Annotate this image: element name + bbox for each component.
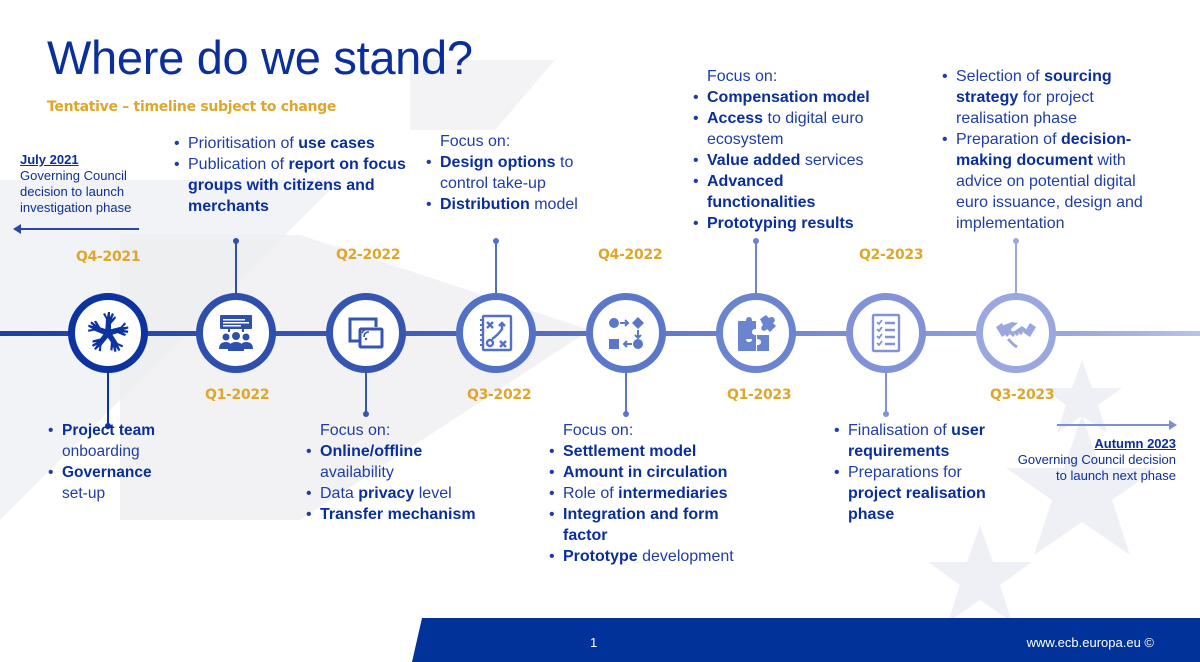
milestone-text-q3-2023: Selection of sourcing strategy for proje… [940, 66, 1165, 234]
quarter-label: Q3-2022 [467, 387, 532, 403]
bullet-item: Access to digital euro ecosystem [691, 108, 891, 150]
end-note-heading: Autumn 2023 [1094, 436, 1176, 451]
contactless-device-icon [348, 317, 384, 349]
slide-title: Where do we stand? [47, 31, 473, 84]
milestone-node-q1-2022 [196, 293, 276, 373]
milestone-text-q1-2023: Focus on: Compensation model Access to d… [691, 66, 891, 234]
focus-intro: Focus on: [440, 133, 511, 150]
milestone-text-q2-2022: Focus on: Online/offline availability Da… [304, 420, 504, 525]
quarter-label: Q3-2023 [990, 387, 1055, 403]
focus-intro: Focus on: [320, 422, 391, 439]
stem-q1-2023 [753, 238, 759, 296]
milestone-node-q3-2022 [456, 293, 536, 373]
process-flow-icon [609, 317, 644, 349]
bullet-item: Data privacy level [304, 483, 504, 504]
checklist-icon [871, 313, 901, 353]
bullet-item: Transfer mechanism [304, 504, 504, 525]
end-note-text: Governing Council decision to launch nex… [1017, 452, 1176, 483]
stem-q1-2022 [233, 238, 239, 296]
bullet-item: Prioritisation of use cases [172, 133, 412, 154]
strategy-playbook-icon [480, 314, 513, 352]
quarter-label: Q1-2022 [205, 387, 270, 403]
website-url: www.ecb.europa.eu © [1026, 635, 1154, 650]
right-arrow-icon [1057, 420, 1177, 430]
bullet-item: Preparation of decision-making document … [940, 129, 1165, 234]
bullet-item: Online/offline availability [304, 441, 504, 483]
left-arrow-icon [13, 224, 139, 234]
focus-intro: Focus on: [563, 422, 634, 439]
bullet-item: Role of intermediaries [547, 483, 762, 504]
milestone-text-q4-2022: Focus on: Settlement model Amount in cir… [547, 420, 762, 567]
focus-intro: Focus on: [707, 68, 778, 85]
slide-subtitle: Tentative – timeline subject to change [47, 99, 337, 115]
bullet-item: Prototype development [547, 546, 762, 567]
stem-q2-2023 [883, 370, 889, 417]
bullet-item: Compensation model [691, 87, 891, 108]
bullet-item: Governance set-up [46, 462, 186, 504]
end-note: Autumn 2023 Governing Council decision t… [1010, 436, 1176, 484]
milestone-node-q2-2023 [846, 293, 926, 373]
bullet-item: Finalisation of user requirements [832, 420, 1012, 462]
start-note-text: Governing Council decision to launch inv… [20, 168, 132, 215]
quarter-label: Q1-2023 [727, 387, 792, 403]
quarter-label: Q4-2022 [598, 247, 663, 263]
start-note-heading: July 2021 [20, 152, 79, 167]
milestone-node-q4-2021 [68, 293, 148, 373]
bullet-item: Preparations for project realisation pha… [832, 462, 1012, 525]
quarter-label: Q4-2021 [76, 249, 141, 265]
bullet-item: Prototyping results [691, 213, 891, 234]
quarter-label: Q2-2023 [859, 247, 924, 263]
page-number: 1 [590, 635, 598, 650]
milestone-node-q3-2023 [976, 293, 1056, 373]
handshake-icon [996, 322, 1036, 349]
start-note: July 2021 Governing Council decision to … [20, 152, 170, 216]
bullet-item: Settlement model [547, 441, 762, 462]
hands-together-icon [86, 312, 130, 355]
bullet-item: Selection of sourcing strategy for proje… [940, 66, 1165, 129]
milestone-text-q1-2022: Prioritisation of use cases Publication … [172, 133, 412, 217]
bullet-item: Publication of report on focus groups wi… [172, 154, 412, 217]
bullet-item: Design options to control take-up [424, 152, 614, 194]
quarter-label: Q2-2022 [336, 247, 401, 263]
bullet-item: Integration and form factor [547, 504, 762, 546]
bullet-item: Value added services [691, 150, 891, 171]
milestone-text-q4-2021: Project team onboarding Governance set-u… [46, 420, 186, 504]
bullet-item: Distribution model [424, 194, 614, 215]
footer-band [412, 618, 1200, 662]
stem-q4-2022 [623, 370, 629, 417]
bullet-item: Amount in circulation [547, 462, 762, 483]
bullet-item: Project team onboarding [46, 420, 186, 462]
bullet-item: Advanced functionalities [691, 171, 891, 213]
stem-q3-2023 [1013, 238, 1019, 296]
puzzle-pieces-icon [738, 315, 776, 351]
milestone-text-q2-2023: Finalisation of user requirements Prepar… [832, 420, 1012, 525]
stem-q3-2022 [493, 238, 499, 296]
milestone-node-q1-2023 [716, 293, 796, 373]
milestone-node-q4-2022 [586, 293, 666, 373]
stem-q4-2021 [105, 370, 111, 429]
stem-q2-2022 [363, 370, 369, 417]
slide-footer: 1 www.ecb.europa.eu © [0, 618, 1200, 662]
focus-group-presentation-icon [219, 315, 253, 351]
milestone-node-q2-2022 [326, 293, 406, 373]
milestone-text-q3-2022: Focus on: Design options to control take… [424, 131, 614, 215]
